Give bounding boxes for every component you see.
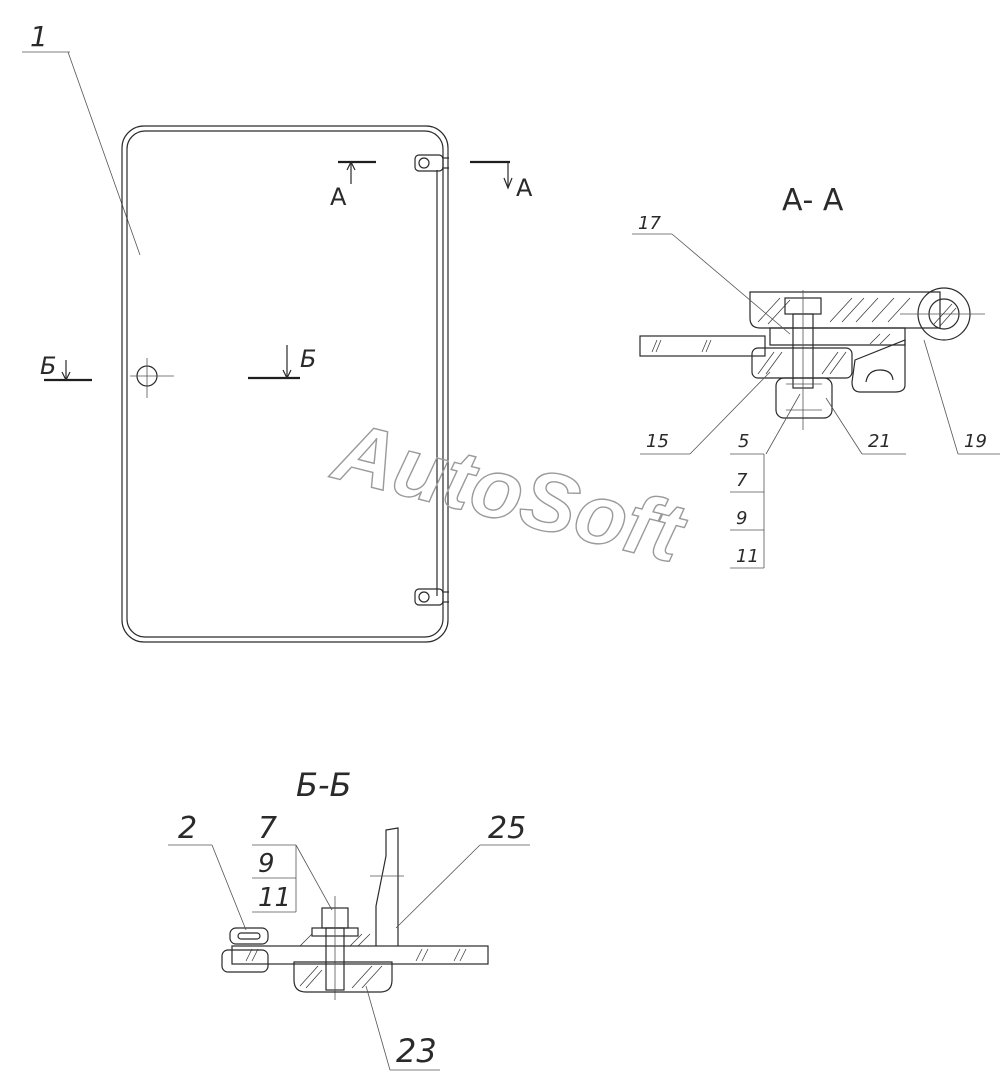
- leader-7: [295, 844, 333, 911]
- knob: [130, 358, 174, 398]
- top-hinge: [414, 154, 449, 172]
- watermark: AutoSoft: [324, 403, 696, 581]
- part-label-23: 23: [396, 1032, 437, 1070]
- leader-21: [825, 397, 863, 455]
- stack-label-11: 11: [736, 546, 759, 567]
- panel-outer-edge: [121, 125, 449, 643]
- aa-clamp-hatch: [757, 351, 847, 375]
- section-bb: Б-Б: [168, 766, 530, 1071]
- bb-label-stack: 9 11: [252, 844, 297, 913]
- part-label-15: 15: [646, 431, 669, 452]
- leader-15: [689, 371, 771, 455]
- part-label-19: 19: [964, 431, 987, 452]
- section-b-marks: Б Б: [40, 345, 316, 382]
- section-aa: А- А: [632, 183, 1000, 569]
- section-aa-title: А- А: [782, 183, 844, 218]
- aa-glass: [639, 335, 766, 357]
- bb-seal-upper: [229, 927, 269, 945]
- part-label-25: 25: [488, 811, 526, 846]
- leader-17: [671, 233, 791, 335]
- leader-23: [365, 985, 391, 1071]
- section-b-right-letter: Б: [300, 345, 316, 373]
- aa-knob-hatch: [757, 297, 911, 325]
- bb-bracket: [375, 827, 399, 946]
- aa-knob-body: [749, 291, 941, 329]
- bottom-hinge: [414, 588, 449, 606]
- aa-clamp: [751, 347, 853, 379]
- leader-2: [211, 844, 247, 931]
- section-b-left-letter: Б: [40, 352, 56, 380]
- bb-stack-label-9: 9: [258, 849, 275, 879]
- part-label-7: 7: [258, 811, 277, 846]
- leader-25: [395, 844, 481, 929]
- section-a-right-letter: А: [516, 174, 533, 202]
- aa-rubber-profile: [851, 339, 906, 393]
- bb-knob-base: [293, 961, 393, 993]
- part-label-5: 5: [738, 431, 749, 452]
- part-label-2: 2: [178, 811, 197, 846]
- leader-5: [765, 393, 801, 455]
- bb-glass: [231, 945, 489, 965]
- leader-19: [923, 339, 959, 455]
- section-a-marks: А А: [330, 160, 533, 211]
- bb-knob-hatch: [299, 933, 383, 989]
- stack-label-9: 9: [736, 508, 747, 529]
- part-label-1: 1: [30, 20, 48, 53]
- part-label-17: 17: [638, 213, 661, 234]
- part-label-21: 21: [868, 431, 891, 452]
- panel-inner-edge: [126, 130, 444, 638]
- aa-seal: [769, 327, 906, 346]
- aa-nut: [775, 377, 833, 419]
- section-a-left-letter: А: [330, 183, 347, 211]
- leader-1: [67, 51, 141, 256]
- aa-label-stack: 7 9 11: [730, 453, 765, 569]
- bb-seal-lower: [221, 949, 269, 973]
- stack-label-7: 7: [736, 470, 748, 491]
- front-view: 1 А: [22, 20, 533, 643]
- section-bb-title: Б-Б: [296, 766, 351, 804]
- bb-stack-label-11: 11: [258, 883, 291, 913]
